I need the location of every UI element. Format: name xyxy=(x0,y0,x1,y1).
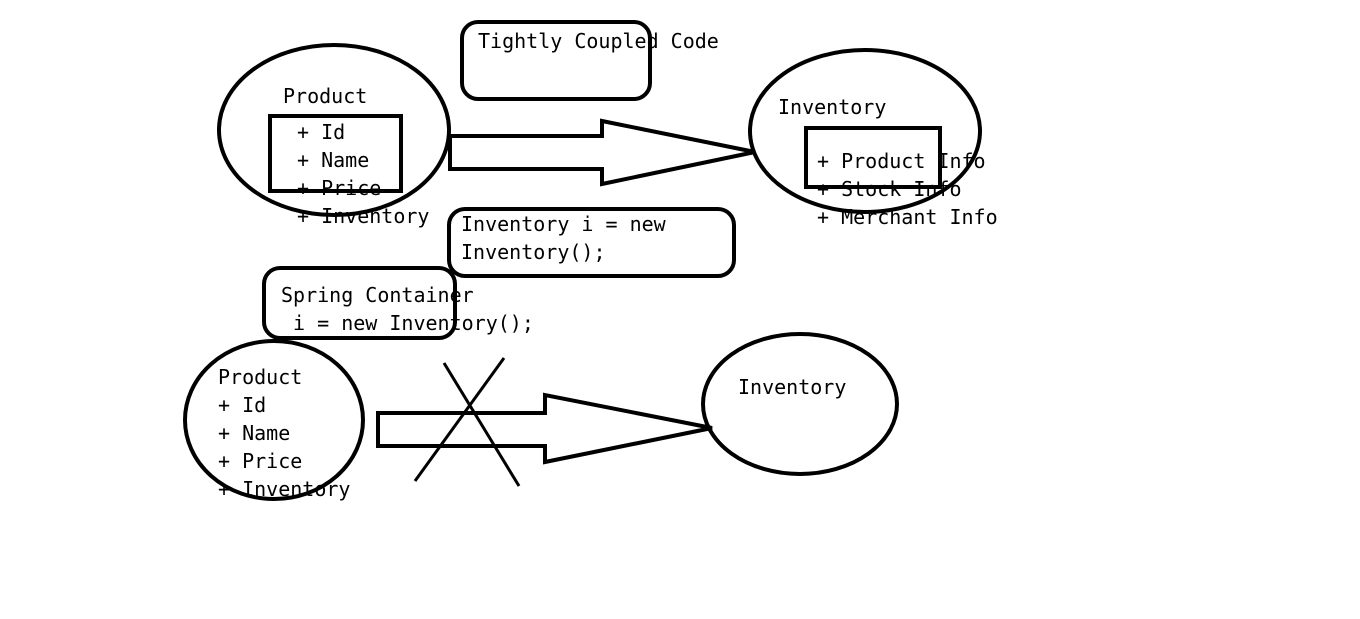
inventory-label-bottom: Inventory xyxy=(738,375,846,399)
product-label-bottom: Product xyxy=(218,365,302,389)
inventory-label-top: Inventory xyxy=(778,95,886,119)
product-ellipse-top xyxy=(217,43,451,217)
diagram-title: Tightly Coupled Code xyxy=(478,29,719,53)
product-field-price-top: + Price xyxy=(297,176,381,200)
spring-container-box xyxy=(262,266,457,340)
inventory-ellipse-top xyxy=(748,48,982,214)
dependency-arrow-top xyxy=(448,118,756,187)
title-box xyxy=(460,20,652,101)
dependency-arrow-bottom xyxy=(376,392,713,465)
product-field-price-bottom: + Price xyxy=(218,449,302,473)
product-field-name-bottom: + Name xyxy=(218,421,290,445)
product-field-id-bottom: + Id xyxy=(218,393,266,417)
inventory-field-merchant-info: + Merchant Info xyxy=(817,205,998,229)
product-field-name-top: + Name xyxy=(297,148,369,172)
spring-container-code: i = new Inventory(); xyxy=(281,311,534,335)
product-field-inventory-top: + Inventory xyxy=(297,204,429,228)
cross-out-stroke-1 xyxy=(442,362,521,487)
spring-container-label: Spring Container xyxy=(281,283,474,307)
inventory-field-stock-info: + Stock Info xyxy=(817,177,962,201)
inventory-ellipse-bottom xyxy=(701,332,899,476)
product-field-inventory-bottom: + Inventory xyxy=(218,477,350,501)
product-field-id-top: + Id xyxy=(297,120,345,144)
instantiation-code-box xyxy=(447,207,736,278)
instantiation-code-line-2: Inventory(); xyxy=(461,240,606,264)
inventory-fields-box-top xyxy=(804,126,942,189)
product-ellipse-bottom xyxy=(183,339,365,501)
inventory-field-product-info: + Product Info xyxy=(817,149,986,173)
product-label-top: Product xyxy=(283,84,367,108)
instantiation-code-line-1: Inventory i = new xyxy=(461,212,667,236)
product-fields-box-top xyxy=(268,114,403,193)
cross-out-stroke-2 xyxy=(413,357,506,482)
